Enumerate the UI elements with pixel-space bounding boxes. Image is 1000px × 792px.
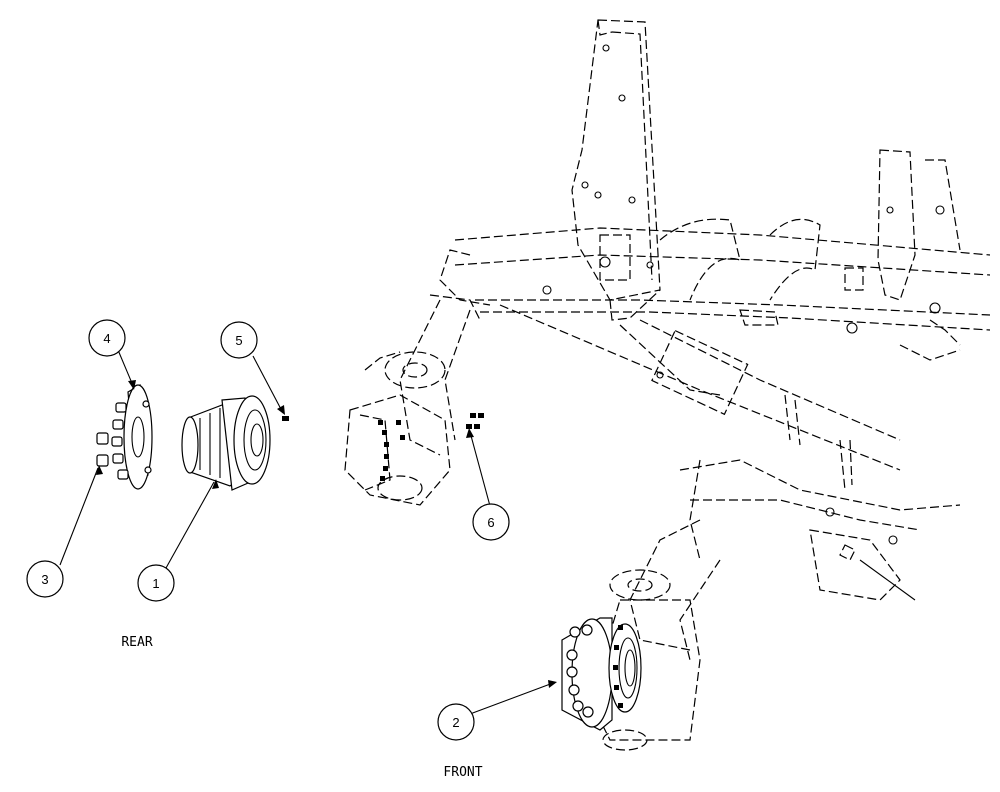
part-1-hub — [181, 395, 271, 491]
axle-frame-assembly — [399, 19, 991, 661]
callout-4: 4 — [88, 319, 126, 357]
part-4-flange — [111, 384, 153, 490]
rear-label: REAR — [121, 635, 152, 650]
svg-text:3: 3 — [41, 572, 48, 587]
svg-text:2: 2 — [452, 715, 459, 730]
callout-2: 2 — [437, 703, 475, 741]
svg-text:1: 1 — [152, 576, 159, 591]
front-knuckle-bolts — [613, 625, 623, 708]
callout-5: 5 — [220, 321, 258, 359]
svg-text:4: 4 — [103, 331, 110, 346]
part-6-bolts — [466, 413, 484, 429]
callout-3: 3 — [26, 560, 64, 598]
svg-text:6: 6 — [487, 515, 494, 530]
callout-1: 1 — [137, 564, 175, 602]
front-label: FRONT — [443, 765, 482, 780]
knuckle-studs — [378, 420, 405, 481]
flange-studs — [111, 400, 152, 480]
rear-knuckle — [344, 351, 451, 506]
front-hub-assembly — [561, 569, 701, 751]
callout-leaders — [59, 349, 557, 715]
callout-6: 6 — [472, 503, 510, 541]
part-5-fitting — [282, 416, 289, 421]
svg-text:5: 5 — [235, 333, 242, 348]
front-hub-studs — [566, 624, 594, 718]
part-3-nuts — [96, 432, 109, 467]
